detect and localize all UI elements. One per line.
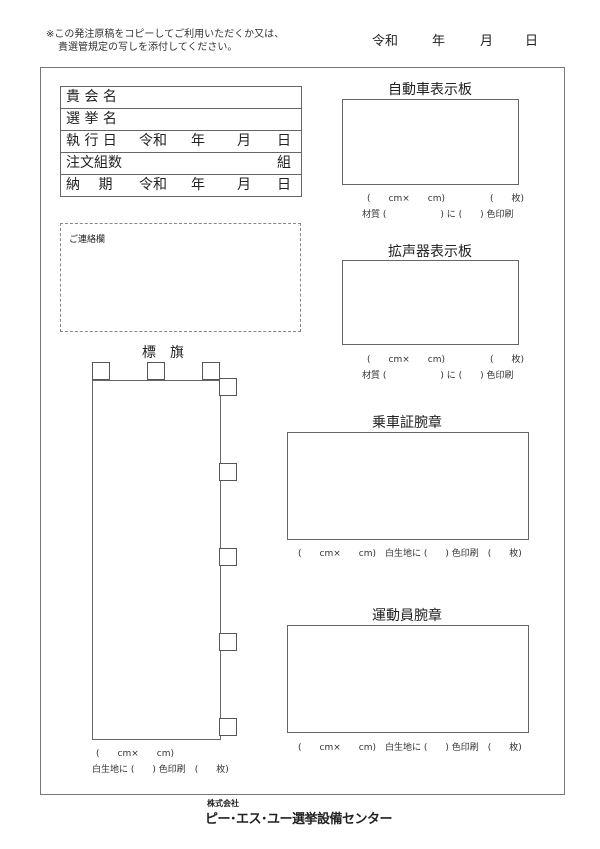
era: 令和 (139, 133, 167, 149)
year: 年 (191, 177, 205, 193)
company-type: 株式会社 (207, 799, 239, 808)
month: 月 (237, 133, 251, 149)
row-execution-date[interactable]: 執 行 日 令和 年 月 日 (61, 131, 301, 153)
flag-diagram (92, 362, 242, 742)
ride-armband-title: 乗車証腕章 (372, 415, 442, 431)
ride-armband-caption: ( cm× cm) 白生地に ( ) 色印刷 ( 枚) (298, 549, 522, 559)
row-association[interactable]: 貴 会 名 (61, 87, 301, 109)
flag-loop (219, 463, 237, 481)
date-month: 月 (480, 34, 494, 49)
car-board-material-caption: 材質 ( ) に ( ) 色印刷 (362, 210, 514, 220)
year: 年 (191, 133, 205, 149)
flag-loop (219, 633, 237, 651)
contact-field[interactable]: ご連絡欄 (60, 223, 301, 332)
flag-loop (92, 362, 110, 380)
flag-size-caption: ( cm× cm) (96, 749, 174, 759)
flag-area[interactable] (92, 380, 221, 740)
flag-print-caption: 白生地に ( ) 色印刷 ( 枚) (92, 765, 229, 775)
day: 日 (277, 177, 291, 193)
date-year: 年 (432, 34, 446, 49)
flag-loop (202, 362, 220, 380)
order-date: 令和 年 月 日 (370, 30, 550, 49)
flag-title: 標 旗 (142, 345, 184, 361)
day: 日 (277, 133, 291, 149)
instruction-note: ※この発注原稿をコピーしてご利用いただくか又は、 貴選管規定の写しを添付してくだ… (46, 28, 284, 54)
unit: 組 (277, 155, 291, 171)
ride-armband-area[interactable] (287, 432, 529, 540)
speaker-board-area[interactable] (342, 260, 519, 345)
row-delivery-date[interactable]: 納 期 令和 年 月 日 (61, 175, 301, 196)
flag-loop (219, 548, 237, 566)
car-board-area[interactable] (342, 99, 519, 185)
note-line-1: ※この発注原稿をコピーしてご利用いただくか又は、 (46, 29, 285, 40)
speaker-board-title: 拡声器表示板 (388, 244, 472, 260)
date-day: 日 (525, 34, 539, 49)
month: 月 (237, 177, 251, 193)
date-era: 令和 (372, 34, 399, 49)
worker-armband-area[interactable] (287, 625, 529, 733)
row-election[interactable]: 選 挙 名 (61, 109, 301, 131)
row-order-count[interactable]: 注文組数 組 (61, 153, 301, 175)
row-label: 貴 会 名 (66, 89, 117, 105)
car-board-title: 自動車表示板 (388, 82, 472, 98)
company-name: ピー･エス･ユー選挙設備センター (205, 812, 393, 827)
contact-label: ご連絡欄 (69, 235, 106, 245)
speaker-board-size-caption: ( cm× cm) ( 枚) (367, 355, 525, 365)
row-label: 選 挙 名 (66, 111, 117, 127)
info-table: 貴 会 名 選 挙 名 執 行 日 令和 年 月 日 注文組数 組 納 期 令和… (60, 86, 302, 197)
worker-armband-caption: ( cm× cm) 白生地に ( ) 色印刷 ( 枚) (298, 743, 522, 753)
speaker-board-material-caption: 材質 ( ) に ( ) 色印刷 (362, 371, 514, 381)
era: 令和 (139, 177, 167, 193)
flag-loop (147, 362, 165, 380)
flag-loop (219, 378, 237, 396)
car-board-size-caption: ( cm× cm) ( 枚) (367, 194, 525, 204)
flag-loop (219, 718, 237, 736)
row-label: 執 行 日 (66, 133, 117, 149)
note-line-2: 貴選管規定の写しを添付してください。 (58, 42, 238, 53)
form-frame (40, 67, 565, 795)
worker-armband-title: 運動員腕章 (372, 608, 442, 624)
row-label: 納 期 (66, 177, 113, 193)
row-label: 注文組数 (66, 155, 122, 171)
